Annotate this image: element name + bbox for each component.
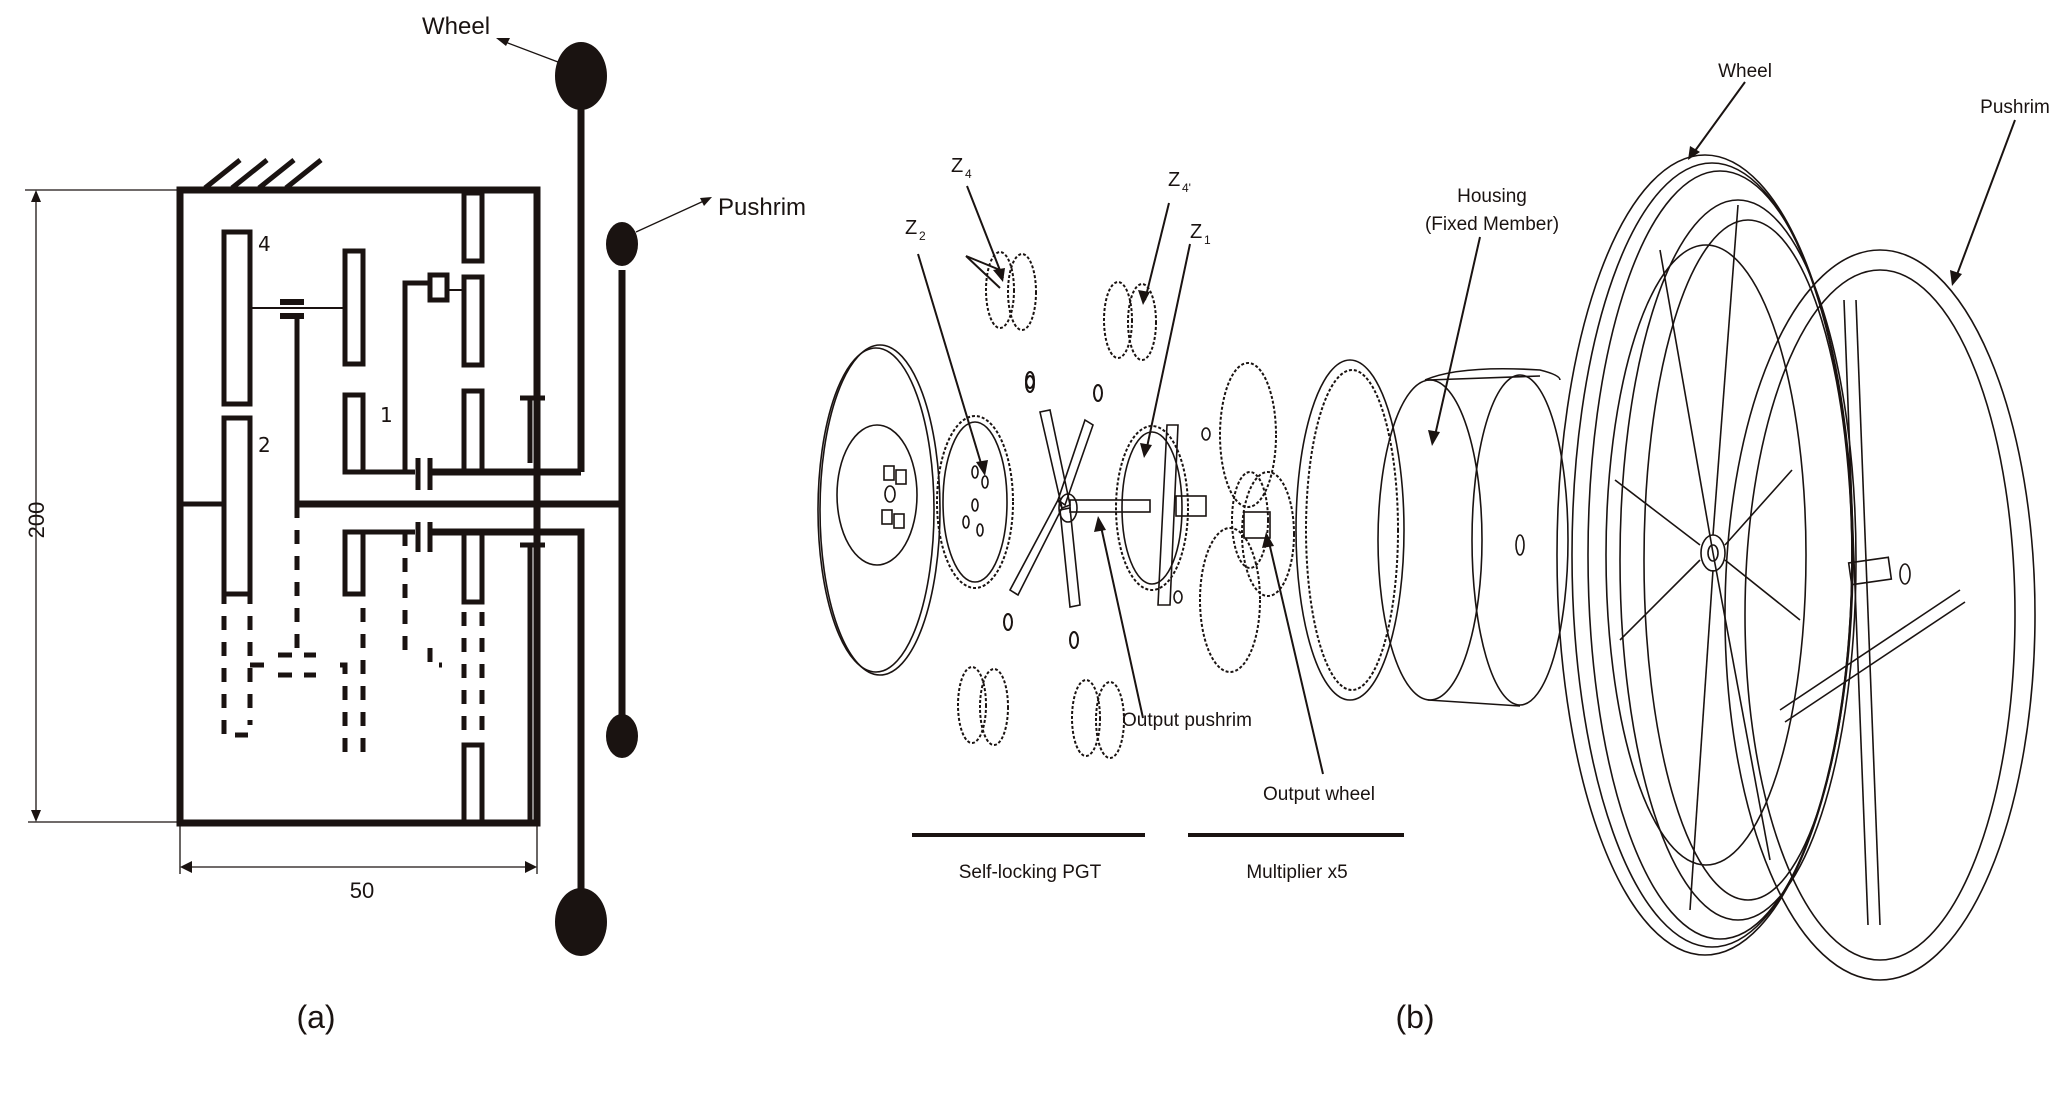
label-pushrim-b: Pushrim [1980, 97, 2050, 118]
multiplier-gears [1199, 362, 1295, 673]
label-group-pgt: Self-locking PGT [959, 862, 1102, 883]
label-z4: Z 4 [951, 155, 972, 181]
wheel-arrow-icon [1688, 146, 1700, 160]
svg-text:4: 4 [965, 167, 972, 181]
wheel-node-bottom [555, 888, 607, 956]
planet-gear-pair-bottom-left [957, 666, 1009, 746]
svg-text:1: 1 [1204, 233, 1211, 247]
label-housing-fixed: (Fixed Member) [1425, 214, 1559, 235]
pushrim-node-bottom [606, 714, 638, 758]
gear-2-block [221, 415, 253, 597]
svg-text:Z: Z [905, 217, 917, 239]
label-gear-1: 1 [380, 403, 393, 427]
label-dim-50: 50 [350, 878, 374, 903]
pushrim-node-top [606, 222, 638, 266]
dimension-height: 200 [24, 189, 178, 823]
z4p-arrow-icon [1138, 290, 1150, 305]
svg-text:Z: Z [1190, 221, 1202, 243]
panel-b-exploded: Z 4 Z 4' Z 2 Z 1 Output pushrim Output w… [817, 61, 2050, 1035]
gear-4-block [221, 229, 253, 407]
carrier-disc [817, 344, 941, 676]
wheel-arrow-icon [496, 38, 510, 46]
label-pushrim-a: Pushrim [718, 194, 806, 221]
ground-hatch-icon [203, 158, 323, 190]
pushrim-ring [1724, 249, 2036, 981]
label-wheel-b: Wheel [1718, 61, 1772, 82]
label-group-multiplier: Multiplier x5 [1246, 862, 1347, 883]
housing-frame [176, 186, 541, 827]
label-housing: Housing [1457, 186, 1527, 207]
panel-a-schematic: Wheel Pushrim 4 1 2 200 50 (a) [24, 13, 806, 1035]
housing-cylinder [1377, 367, 1569, 707]
label-z1: Z 1 [1190, 221, 1211, 247]
planet-gear-pair-bottom-right [1071, 679, 1125, 759]
label-gear-2: 2 [258, 433, 271, 457]
caption-a: (a) [296, 999, 335, 1035]
planet-gear-pair-z4 [985, 251, 1037, 331]
dimension-width: 50 [179, 826, 538, 903]
label-z2: Z 2 [905, 217, 926, 243]
x-carrier [1008, 409, 1151, 608]
label-wheel-a: Wheel [422, 13, 490, 40]
label-output-wheel: Output wheel [1263, 784, 1375, 805]
output-wheel-arrow-icon [1262, 532, 1274, 548]
svg-text:Z: Z [951, 155, 963, 177]
svg-text:Z: Z [1168, 169, 1180, 191]
planet-gear-pair-z4-prime [1103, 281, 1157, 361]
label-gear-4: 4 [258, 232, 271, 256]
pushrim-arrow-icon [700, 197, 712, 206]
pushrim-arrow-icon [1950, 270, 1962, 286]
callout-lines [917, 81, 2016, 775]
z4-arrow-icon [993, 268, 1005, 282]
ring-gear [1295, 359, 1405, 701]
housing-arrow-icon [1428, 430, 1440, 446]
label-dim-200: 200 [24, 502, 49, 539]
z2-arrow-icon [976, 460, 988, 476]
label-z4-prime: Z 4' [1168, 169, 1191, 195]
z1-arrow-icon [1140, 443, 1152, 458]
gear-z1 [1115, 424, 1211, 606]
wheel-assembly [1556, 154, 1857, 956]
label-output-pushrim: Output pushrim [1122, 710, 1252, 731]
wheel-node-top [555, 42, 607, 110]
gear-z2 [936, 415, 1014, 589]
svg-text:4': 4' [1182, 181, 1191, 195]
pins [1003, 371, 1103, 649]
caption-b: (b) [1395, 999, 1434, 1035]
output-pushrim-arrow-icon [1094, 516, 1106, 532]
svg-text:2: 2 [919, 229, 926, 243]
